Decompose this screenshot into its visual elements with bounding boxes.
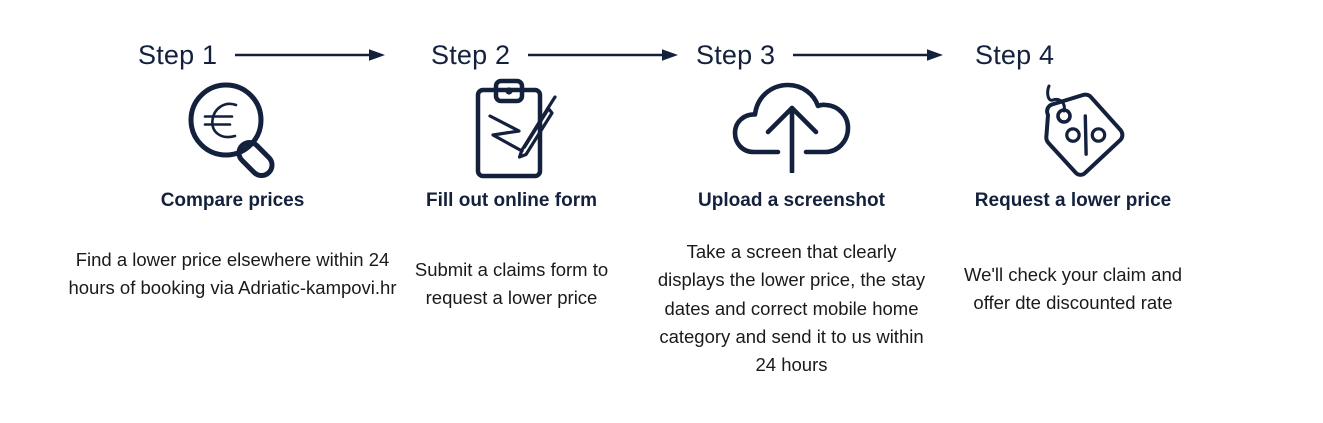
step-icon-1 (66, 78, 401, 183)
step-header-1: Step 1 (138, 38, 386, 72)
step-header-2: Step 2 (431, 38, 679, 72)
arrow-right-icon (793, 49, 944, 61)
step-title-2: Fill out online form (426, 190, 597, 211)
step-label-3: Step 3 (696, 39, 776, 70)
step-label-2: Step 2 (431, 39, 511, 70)
step-title-3: Upload a screenshot (698, 190, 885, 211)
magnifier-euro-icon (188, 82, 275, 178)
arrow-right-icon (235, 49, 386, 61)
step-column-1: Step 1 Compare prices Find a lower price… (66, 0, 399, 423)
step-description-4: We'll check your claim and offer dte dis… (963, 264, 1183, 314)
step-icon-4 (945, 78, 1205, 183)
cloud-upload-icon (732, 82, 850, 173)
step-description-3: Take a screen that clearly displays the … (657, 241, 926, 376)
clipboard-signature-icon (475, 78, 557, 179)
step-title-1: Compare prices (160, 190, 305, 211)
step-title-4: Request a lower price (974, 190, 1172, 211)
step-column-3: Step 3 Upload a screenshot Take a screen… (652, 0, 944, 423)
arrow-right-icon (528, 49, 679, 61)
step-header-3: Step 3 (696, 38, 944, 72)
step-column-4: Step 4 (945, 0, 1201, 423)
step-icon-2 (399, 78, 624, 183)
step-icon-3 (652, 78, 931, 183)
price-tag-percent-icon (1019, 78, 1135, 181)
step-description-2: Submit a claims form to request a lower … (414, 259, 609, 309)
step-label-1: Step 1 (138, 39, 218, 70)
step-header-4: Step 4 (975, 38, 1054, 72)
step-column-2: Step 2 Fill out online form Su (399, 0, 679, 423)
step-description-1: Find a lower price elsewhere within 24 h… (68, 249, 397, 299)
step-label-4: Step 4 (975, 39, 1055, 70)
